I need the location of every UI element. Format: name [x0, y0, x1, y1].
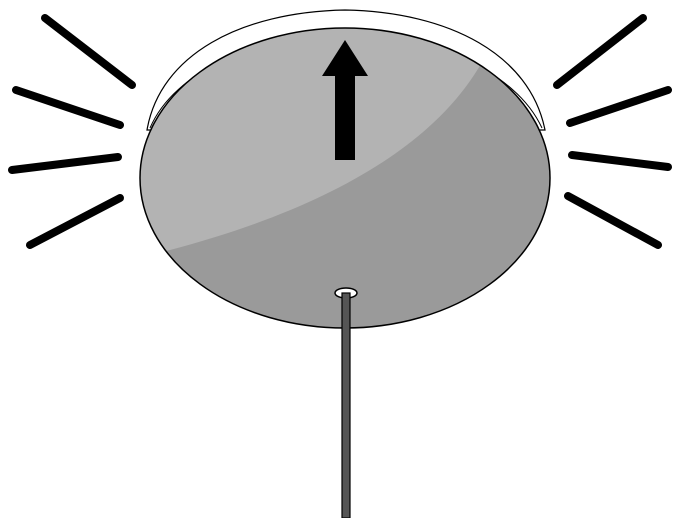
left-ray-1	[45, 18, 132, 85]
left-glow-rays-icon	[12, 18, 132, 245]
left-ray-3	[12, 157, 118, 170]
right-ray-2	[570, 90, 668, 123]
left-ray-2	[16, 90, 120, 125]
pull-cord[interactable]	[342, 293, 350, 518]
right-ray-4	[568, 196, 658, 245]
right-ray-3	[572, 155, 668, 167]
left-ray-4	[30, 198, 120, 245]
right-ray-1	[557, 18, 643, 85]
right-glow-rays-icon	[557, 18, 668, 245]
